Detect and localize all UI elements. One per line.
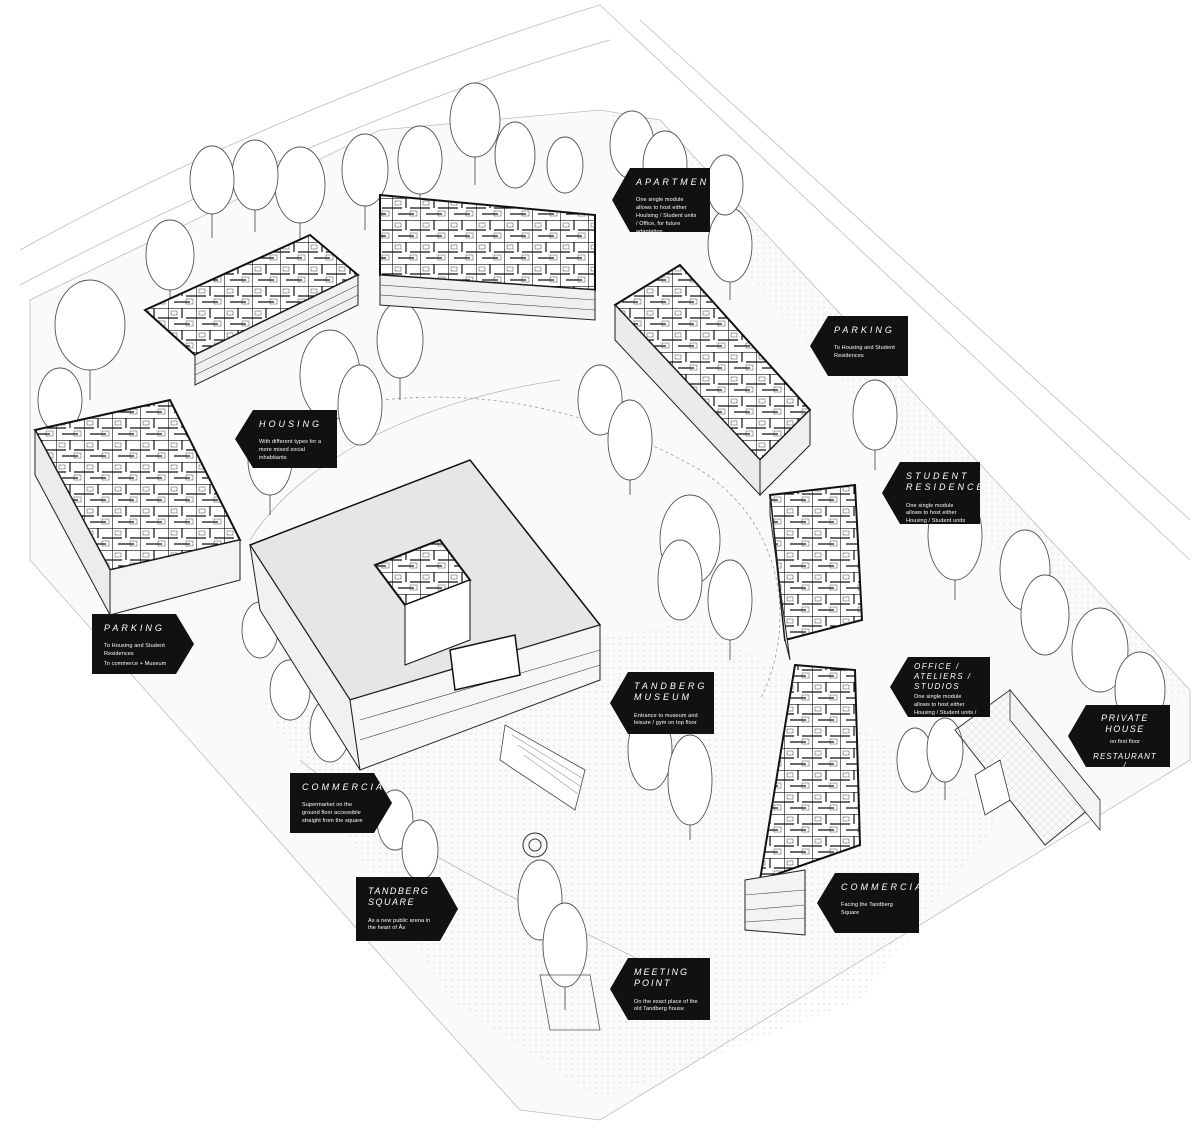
building-apartments (379, 193, 596, 321)
label-office-desc: One single module allows to host either … (914, 694, 977, 716)
label-housing-desc: With different types for a more mixed so… (259, 439, 322, 462)
label-student-residence: STUDENT RESIDENCE One single module allo… (882, 462, 980, 524)
label-private-house-desc1: on first floor (1109, 738, 1141, 745)
label-parking-west-desc1: To Housing and Student Residences (104, 643, 165, 658)
building-student-residence (768, 483, 864, 661)
meeting-point-marker (522, 832, 601, 1031)
label-office-title: OFFICE / ATELIERS / STUDIOS (914, 662, 972, 691)
label-housing-title: HOUSING (259, 419, 323, 429)
label-commercial-east-title: COMMERCIAL (841, 882, 933, 892)
label-meeting-point-title: MEETING POINT (634, 967, 690, 989)
label-meeting-point-desc: On the exact place of the old Tandberg h… (634, 998, 698, 1013)
building-housing-north (143, 233, 360, 386)
building-apartments-east (613, 263, 812, 497)
label-housing: HOUSING With different types for a more … (235, 410, 337, 468)
label-tandberg-square-title: TANDBERG SQUARE (368, 886, 430, 908)
label-private-house: PRIVATE HOUSE on first floor RESTAURANT … (1068, 705, 1170, 767)
label-office-ateliers-studios: OFFICE / ATELIERS / STUDIOS One single m… (890, 657, 990, 717)
label-parking-west-title: PARKING (104, 623, 165, 633)
label-student-residence-desc: One single module allows to host either … (906, 502, 966, 525)
label-tandberg-museum: TANDBERG MUSEUM Entrance to museum and l… (610, 672, 714, 734)
label-apartments-desc: One single module allows to host either … (636, 197, 697, 232)
label-parking-west: PARKING To Housing and Student Residence… (92, 614, 194, 674)
label-commercial-west-desc: Supermarket on the ground floor accessib… (302, 802, 363, 825)
building-offices (744, 663, 862, 936)
label-parking-east-title: PARKING (834, 325, 895, 335)
building-housing-west (33, 398, 242, 616)
label-meeting-point: MEETING POINT On the exact place of the … (610, 958, 710, 1020)
label-commercial-east-desc: Facing the Tandberg Square (841, 902, 893, 917)
label-tandberg-square-desc: As a new public arena in the heart of Ås (368, 917, 431, 932)
label-tandberg-museum-title: TANDBERG MUSEUM (634, 681, 708, 703)
label-parking-west-desc2: To commerce + Museum (104, 661, 167, 668)
label-tandberg-museum-desc: Entrance to museum and leisure / gym on … (634, 712, 698, 727)
label-private-house-title2: RESTAURANT / COMMERCIAL (1093, 752, 1157, 771)
label-student-residence-title: STUDENT RESIDENCE (906, 471, 986, 493)
building-tandberg-museum (248, 459, 602, 811)
label-apartments: APARTMENTS One single module allows to h… (612, 168, 710, 232)
label-apartments-title: APARTMENTS (636, 177, 727, 187)
building-private-house (954, 688, 1101, 846)
label-commercial-west-title: COMMERCIAL (302, 782, 394, 792)
label-parking-east: PARKING To Housing and Student Residence… (810, 316, 908, 376)
label-parking-east-desc: To Housing and Student Residences (834, 345, 895, 360)
label-private-house-title: PRIVATE HOUSE (1101, 713, 1149, 735)
label-commercial-east: COMMERCIAL Facing the Tandberg Square (817, 873, 919, 933)
label-tandberg-square: TANDBERG SQUARE As a new public arena in… (356, 877, 458, 941)
label-commercial-west: COMMERCIAL Supermarket on the ground flo… (290, 773, 392, 833)
